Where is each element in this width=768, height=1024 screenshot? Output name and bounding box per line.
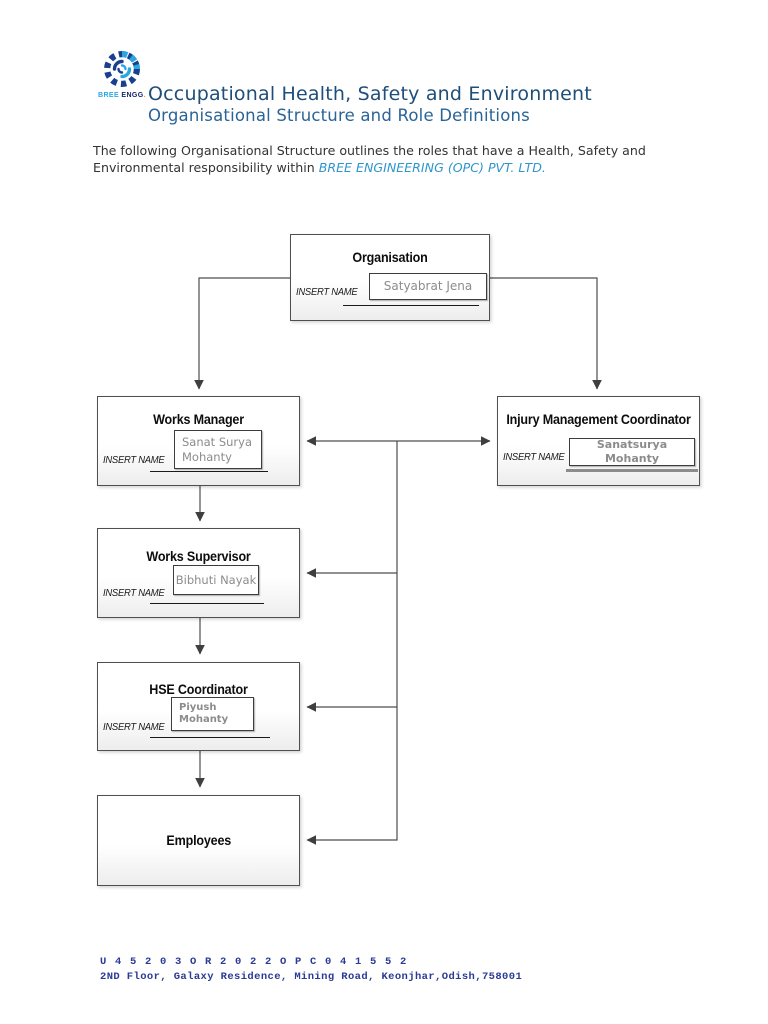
org-node-works-manager: Works Manager INSERT NAME Sanat Surya Mo… <box>97 396 300 486</box>
name-input-injury-management-coordinator[interactable]: Sanatsurya Mohanty <box>569 438 695 466</box>
footer-cin-number: U 4 5 2 0 3 O R 2 0 2 2 O P C 0 4 1 5 5 … <box>100 956 408 968</box>
org-node-hse-coordinator: HSE Coordinator INSERT NAME Piyush Mohan… <box>97 662 300 751</box>
node-title-organisation: Organisation <box>352 250 428 265</box>
insert-name-label: INSERT NAME <box>103 721 165 733</box>
name-underline <box>150 719 270 738</box>
name-input-works-manager[interactable]: Sanat Surya Mohanty <box>174 430 262 469</box>
footer-address: 2ND Floor, Galaxy Residence, Mining Road… <box>100 971 523 983</box>
node-title-works-manager: Works Manager <box>153 412 244 427</box>
bree-engg-gear-logo-icon <box>104 51 140 87</box>
name-underline <box>150 453 268 472</box>
page-title: Occupational Health, Safety and Environm… <box>148 83 592 105</box>
insert-name-label: INSERT NAME <box>103 454 165 466</box>
insert-name-label: INSERT NAME <box>296 286 358 298</box>
org-node-employees: Employees <box>97 795 300 886</box>
company-name: BREE ENGINEERING (OPC) PVT. LTD. <box>318 160 546 176</box>
org-node-works-supervisor: Works Supervisor INSERT NAME Bibhuti Nay… <box>97 528 300 618</box>
page-subtitle: Organisational Structure and Role Defini… <box>148 106 530 125</box>
footer: U 4 5 2 0 3 O R 2 0 2 2 O P C 0 4 1 5 5 … <box>100 956 522 983</box>
node-title-employees: Employees <box>166 833 231 848</box>
logo-dot: . <box>143 92 146 99</box>
name-input-works-supervisor[interactable]: Bibhuti Nayak <box>173 565 259 595</box>
name-input-organisation[interactable]: Satyabrat Jena <box>369 273 487 300</box>
logo-wordmark: BREE ENGG. <box>98 92 158 99</box>
node-title-injury-management-coordinator: Injury Management Coordinator <box>506 412 691 427</box>
node-title-works-supervisor: Works Supervisor <box>146 549 251 564</box>
intro-paragraph: The following Organisational Structure o… <box>93 142 659 177</box>
name-underline <box>566 451 698 472</box>
name-underline <box>150 585 264 604</box>
name-underline <box>343 287 479 306</box>
node-title-hse-coordinator: HSE Coordinator <box>149 682 248 697</box>
insert-name-label: INSERT NAME <box>103 587 165 599</box>
org-node-organisation: Organisation INSERT NAME Satyabrat Jena <box>290 234 490 321</box>
logo-brand-light: BREE <box>98 92 120 99</box>
logo-brand-dark: ENGG <box>119 92 144 99</box>
intro-text: The following Organisational Structure o… <box>93 143 646 176</box>
org-node-injury-management-coordinator: Injury Management Coordinator INSERT NAM… <box>497 396 700 486</box>
name-input-hse-coordinator[interactable]: Piyush Mohanty <box>171 697 254 731</box>
insert-name-label: INSERT NAME <box>503 451 565 463</box>
